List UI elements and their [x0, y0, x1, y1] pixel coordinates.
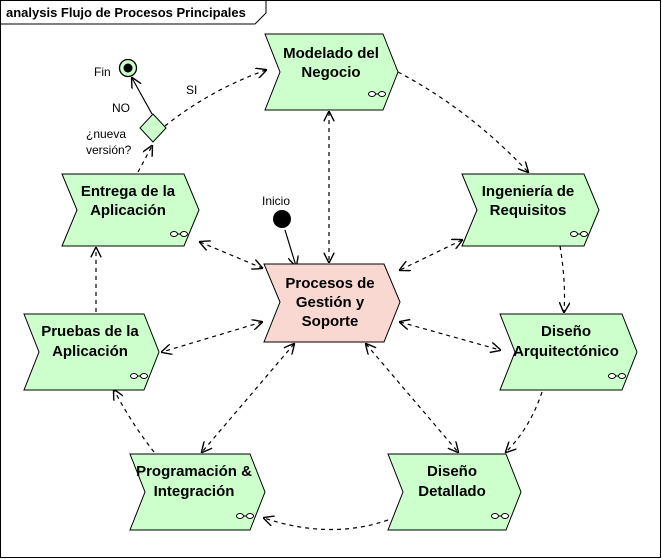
node-entrega-icon [170, 231, 188, 237]
no-label: NO [112, 101, 130, 115]
node-modelado[interactable]: Modelado del Negocio [264, 33, 399, 111]
decision-node[interactable] [139, 113, 167, 143]
node-entrega-label-2: Aplicación [90, 202, 166, 219]
node-pruebas-label-2: Aplicación [52, 343, 128, 360]
node-modelado-label-1: Modelado del [283, 45, 379, 62]
node-programacion-label-1: Programación & [136, 463, 252, 480]
node-ingenieria-label-2: Requisitos [490, 202, 567, 219]
final-node[interactable] [118, 58, 138, 78]
node-programacion-label-2: Integración [154, 483, 235, 500]
node-modelado-icon [368, 91, 386, 97]
decision-label-1: ¿nueva [86, 127, 126, 141]
node-arquitectonico-shape [499, 313, 638, 391]
link-procesos-ingenieria [400, 240, 462, 270]
node-detallado-label-1: Diseño [427, 463, 477, 480]
node-entrega-label-1: Entrega de la [81, 183, 176, 200]
link-procesos-arquitectonico [400, 322, 500, 350]
node-pruebas-icon [130, 373, 148, 379]
node-pruebas-label-1: Pruebas de la [41, 323, 139, 340]
initial-node[interactable] [273, 210, 291, 228]
node-procesos-label-2: Gestión y [296, 294, 365, 311]
node-arquitectonico-icon [608, 373, 626, 379]
link-procesos-entrega [200, 242, 262, 268]
node-programacion-shape [129, 453, 266, 531]
diagram-title: analysis Flujo de Procesos Principales [6, 5, 246, 20]
node-modelado-label-2: Negocio [301, 64, 360, 81]
node-arquitectonico-label-1: Diseño [541, 323, 591, 340]
node-ingenieria-shape [461, 173, 600, 247]
node-ingenieria-label-1: Ingeniería de [482, 183, 575, 200]
node-detallado[interactable]: Diseño Detallado [387, 453, 522, 531]
link-procesos-pruebas [162, 322, 262, 352]
flow-inicio-procesos [284, 229, 296, 266]
node-detallado-icon [491, 513, 509, 519]
node-procesos-label-3: Soporte [302, 313, 359, 330]
flow-programacion-pruebas [114, 390, 155, 453]
node-pruebas[interactable]: Pruebas de la Aplicación [23, 313, 160, 391]
flow-modelado-ingenieria [397, 71, 528, 172]
node-procesos-label-1: Procesos de [285, 275, 374, 292]
flow-arquitectonico-detallado [506, 391, 543, 452]
title-tab [0, 0, 267, 25]
connectors [96, 70, 565, 531]
flow-decision-no [132, 78, 153, 115]
decision-label-2: versión? [86, 143, 132, 157]
si-label: SI [186, 83, 197, 97]
flow-entrega-decision [137, 146, 152, 173]
node-modelado-shape [264, 33, 399, 111]
inicio-label: Inicio [262, 194, 290, 208]
node-procesos-shape [263, 263, 401, 343]
node-programacion-icon [236, 513, 254, 519]
node-detallado-label-2: Detallado [418, 483, 486, 500]
node-ingenieria[interactable]: Ingeniería de Requisitos [461, 173, 600, 247]
node-detallado-shape [387, 453, 522, 531]
flow-ingenieria-arquitectonico [560, 245, 565, 312]
node-entrega[interactable]: Entrega de la Aplicación [61, 173, 200, 247]
node-ingenieria-icon [570, 231, 588, 237]
node-arquitectonico-label-2: Arquitectónico [513, 343, 619, 360]
flow-decision-si [164, 70, 266, 127]
node-procesos[interactable]: Procesos de Gestión y Soporte [263, 263, 401, 343]
node-entrega-shape [61, 173, 200, 247]
fin-label: Fin [94, 65, 111, 79]
node-pruebas-shape [23, 313, 160, 391]
node-arquitectonico[interactable]: Diseño Arquitectónico [499, 313, 638, 391]
node-programacion[interactable]: Programación & Integración [129, 453, 266, 531]
